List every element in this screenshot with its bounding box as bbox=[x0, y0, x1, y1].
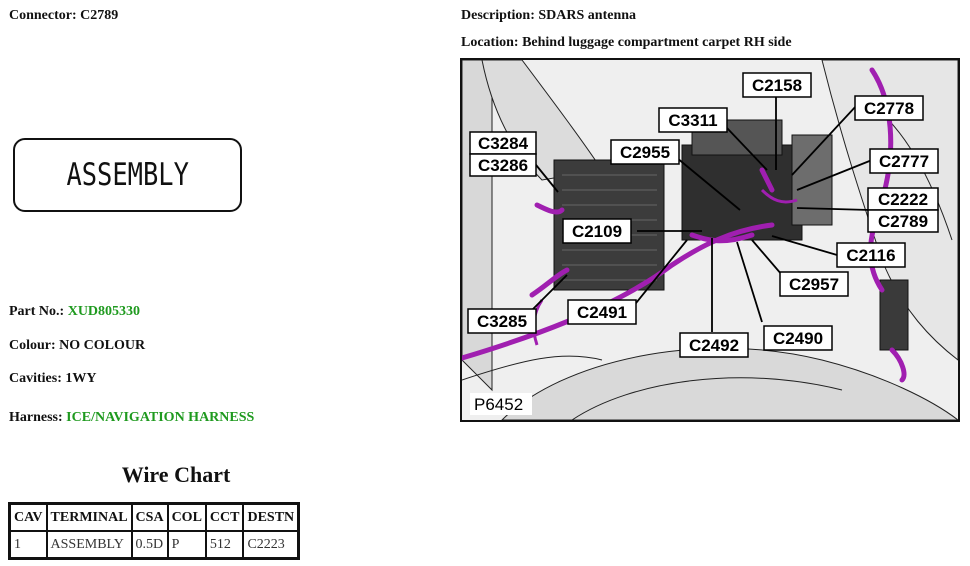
connector-label: Connector: bbox=[9, 8, 77, 23]
part-number-link[interactable]: XUD805330 bbox=[67, 304, 141, 319]
callout-c2492: C2492 bbox=[679, 332, 749, 358]
wire-chart-header-row: CAV TERMINAL CSA COL CCT DESTN bbox=[10, 504, 299, 531]
location-label: Location: bbox=[461, 35, 519, 50]
cell-cct: 512 bbox=[205, 531, 244, 558]
header-col: COL bbox=[167, 504, 206, 531]
location-diagram: C2158 C2778 C3311 C3284 C3286 C2955 C277… bbox=[460, 58, 960, 422]
assembly-symbol-text: ASSEMBLY bbox=[66, 157, 189, 193]
colour-value: NO COLOUR bbox=[59, 338, 146, 353]
assembly-symbol-box: ASSEMBLY bbox=[13, 138, 242, 212]
connector-line: Connector: C2789 bbox=[9, 8, 118, 24]
svg-text:C2158: C2158 bbox=[752, 76, 802, 95]
svg-text:C2957: C2957 bbox=[789, 275, 839, 294]
header-destn: DESTN bbox=[243, 504, 299, 531]
callout-c2777: C2777 bbox=[869, 148, 939, 174]
svg-text:C3284: C3284 bbox=[478, 134, 529, 153]
svg-text:C3285: C3285 bbox=[477, 312, 527, 331]
svg-text:C2116: C2116 bbox=[846, 246, 895, 265]
connector-value: C2789 bbox=[80, 8, 119, 23]
callout-c2109: C2109 bbox=[562, 218, 632, 244]
svg-text:C2492: C2492 bbox=[689, 336, 739, 355]
callout-c2957: C2957 bbox=[779, 271, 849, 297]
header-csa: CSA bbox=[131, 504, 168, 531]
svg-text:C3286: C3286 bbox=[478, 156, 528, 175]
cell-destn[interactable]: C2223 bbox=[243, 531, 299, 558]
cavities-line: Cavities: 1WY bbox=[9, 371, 97, 387]
svg-text:C2109: C2109 bbox=[572, 222, 622, 241]
header-cct: CCT bbox=[205, 504, 244, 531]
figure-id: P6452 bbox=[474, 395, 523, 414]
description-value: SDARS antenna bbox=[538, 8, 637, 23]
callout-c2116: C2116 bbox=[836, 242, 906, 268]
cell-terminal: ASSEMBLY bbox=[46, 531, 132, 558]
callout-c3284: C3284 bbox=[469, 131, 537, 155]
table-row: 1 ASSEMBLY 0.5D P 512 C2223 bbox=[10, 531, 299, 558]
description-line: Description: SDARS antenna bbox=[461, 8, 636, 24]
svg-text:C2777: C2777 bbox=[879, 152, 929, 171]
svg-text:C2955: C2955 bbox=[620, 143, 670, 162]
harness-link[interactable]: ICE/NAVIGATION HARNESS bbox=[66, 410, 255, 425]
cell-csa: 0.5D bbox=[131, 531, 168, 558]
callout-c2955: C2955 bbox=[610, 139, 680, 165]
cavities-value: 1WY bbox=[65, 371, 97, 386]
part-number-label: Part No.: bbox=[9, 304, 65, 319]
location-value: Behind luggage compartment carpet RH sid… bbox=[522, 35, 792, 50]
wire-chart-title: Wire Chart bbox=[121, 462, 231, 487]
svg-text:C2490: C2490 bbox=[773, 329, 823, 348]
part-number-line: Part No.: XUD805330 bbox=[9, 304, 140, 320]
callout-c2222: C2222 bbox=[867, 187, 939, 211]
callout-c3286: C3286 bbox=[469, 153, 537, 177]
svg-text:C2789: C2789 bbox=[878, 212, 928, 231]
colour-line: Colour: NO COLOUR bbox=[9, 338, 145, 354]
diagram-illustration: C2158 C2778 C3311 C3284 C3286 C2955 C277… bbox=[462, 60, 958, 420]
callout-c3285: C3285 bbox=[467, 308, 537, 334]
harness-line: Harness: ICE/NAVIGATION HARNESS bbox=[9, 410, 254, 426]
callout-c2490: C2490 bbox=[763, 325, 833, 351]
location-line: Location: Behind luggage compartment car… bbox=[461, 35, 792, 51]
cavities-label: Cavities: bbox=[9, 371, 62, 386]
svg-text:C2222: C2222 bbox=[878, 190, 928, 209]
wire-chart-table: CAV TERMINAL CSA COL CCT DESTN 1 ASSEMBL… bbox=[8, 502, 301, 560]
callout-c2778: C2778 bbox=[854, 95, 924, 121]
svg-text:C2778: C2778 bbox=[864, 99, 914, 118]
cell-col: P bbox=[167, 531, 206, 558]
description-label: Description: bbox=[461, 8, 535, 23]
colour-label: Colour: bbox=[9, 338, 56, 353]
svg-text:C3311: C3311 bbox=[668, 111, 717, 130]
svg-text:C2491: C2491 bbox=[577, 303, 627, 322]
callout-c2491: C2491 bbox=[567, 299, 637, 325]
harness-label: Harness: bbox=[9, 410, 63, 425]
callout-c2789: C2789 bbox=[867, 209, 939, 233]
cell-cav: 1 bbox=[10, 531, 47, 558]
header-terminal: TERMINAL bbox=[46, 504, 132, 531]
callout-c2158: C2158 bbox=[742, 72, 812, 98]
header-cav: CAV bbox=[10, 504, 47, 531]
callout-c3311: C3311 bbox=[658, 107, 728, 133]
